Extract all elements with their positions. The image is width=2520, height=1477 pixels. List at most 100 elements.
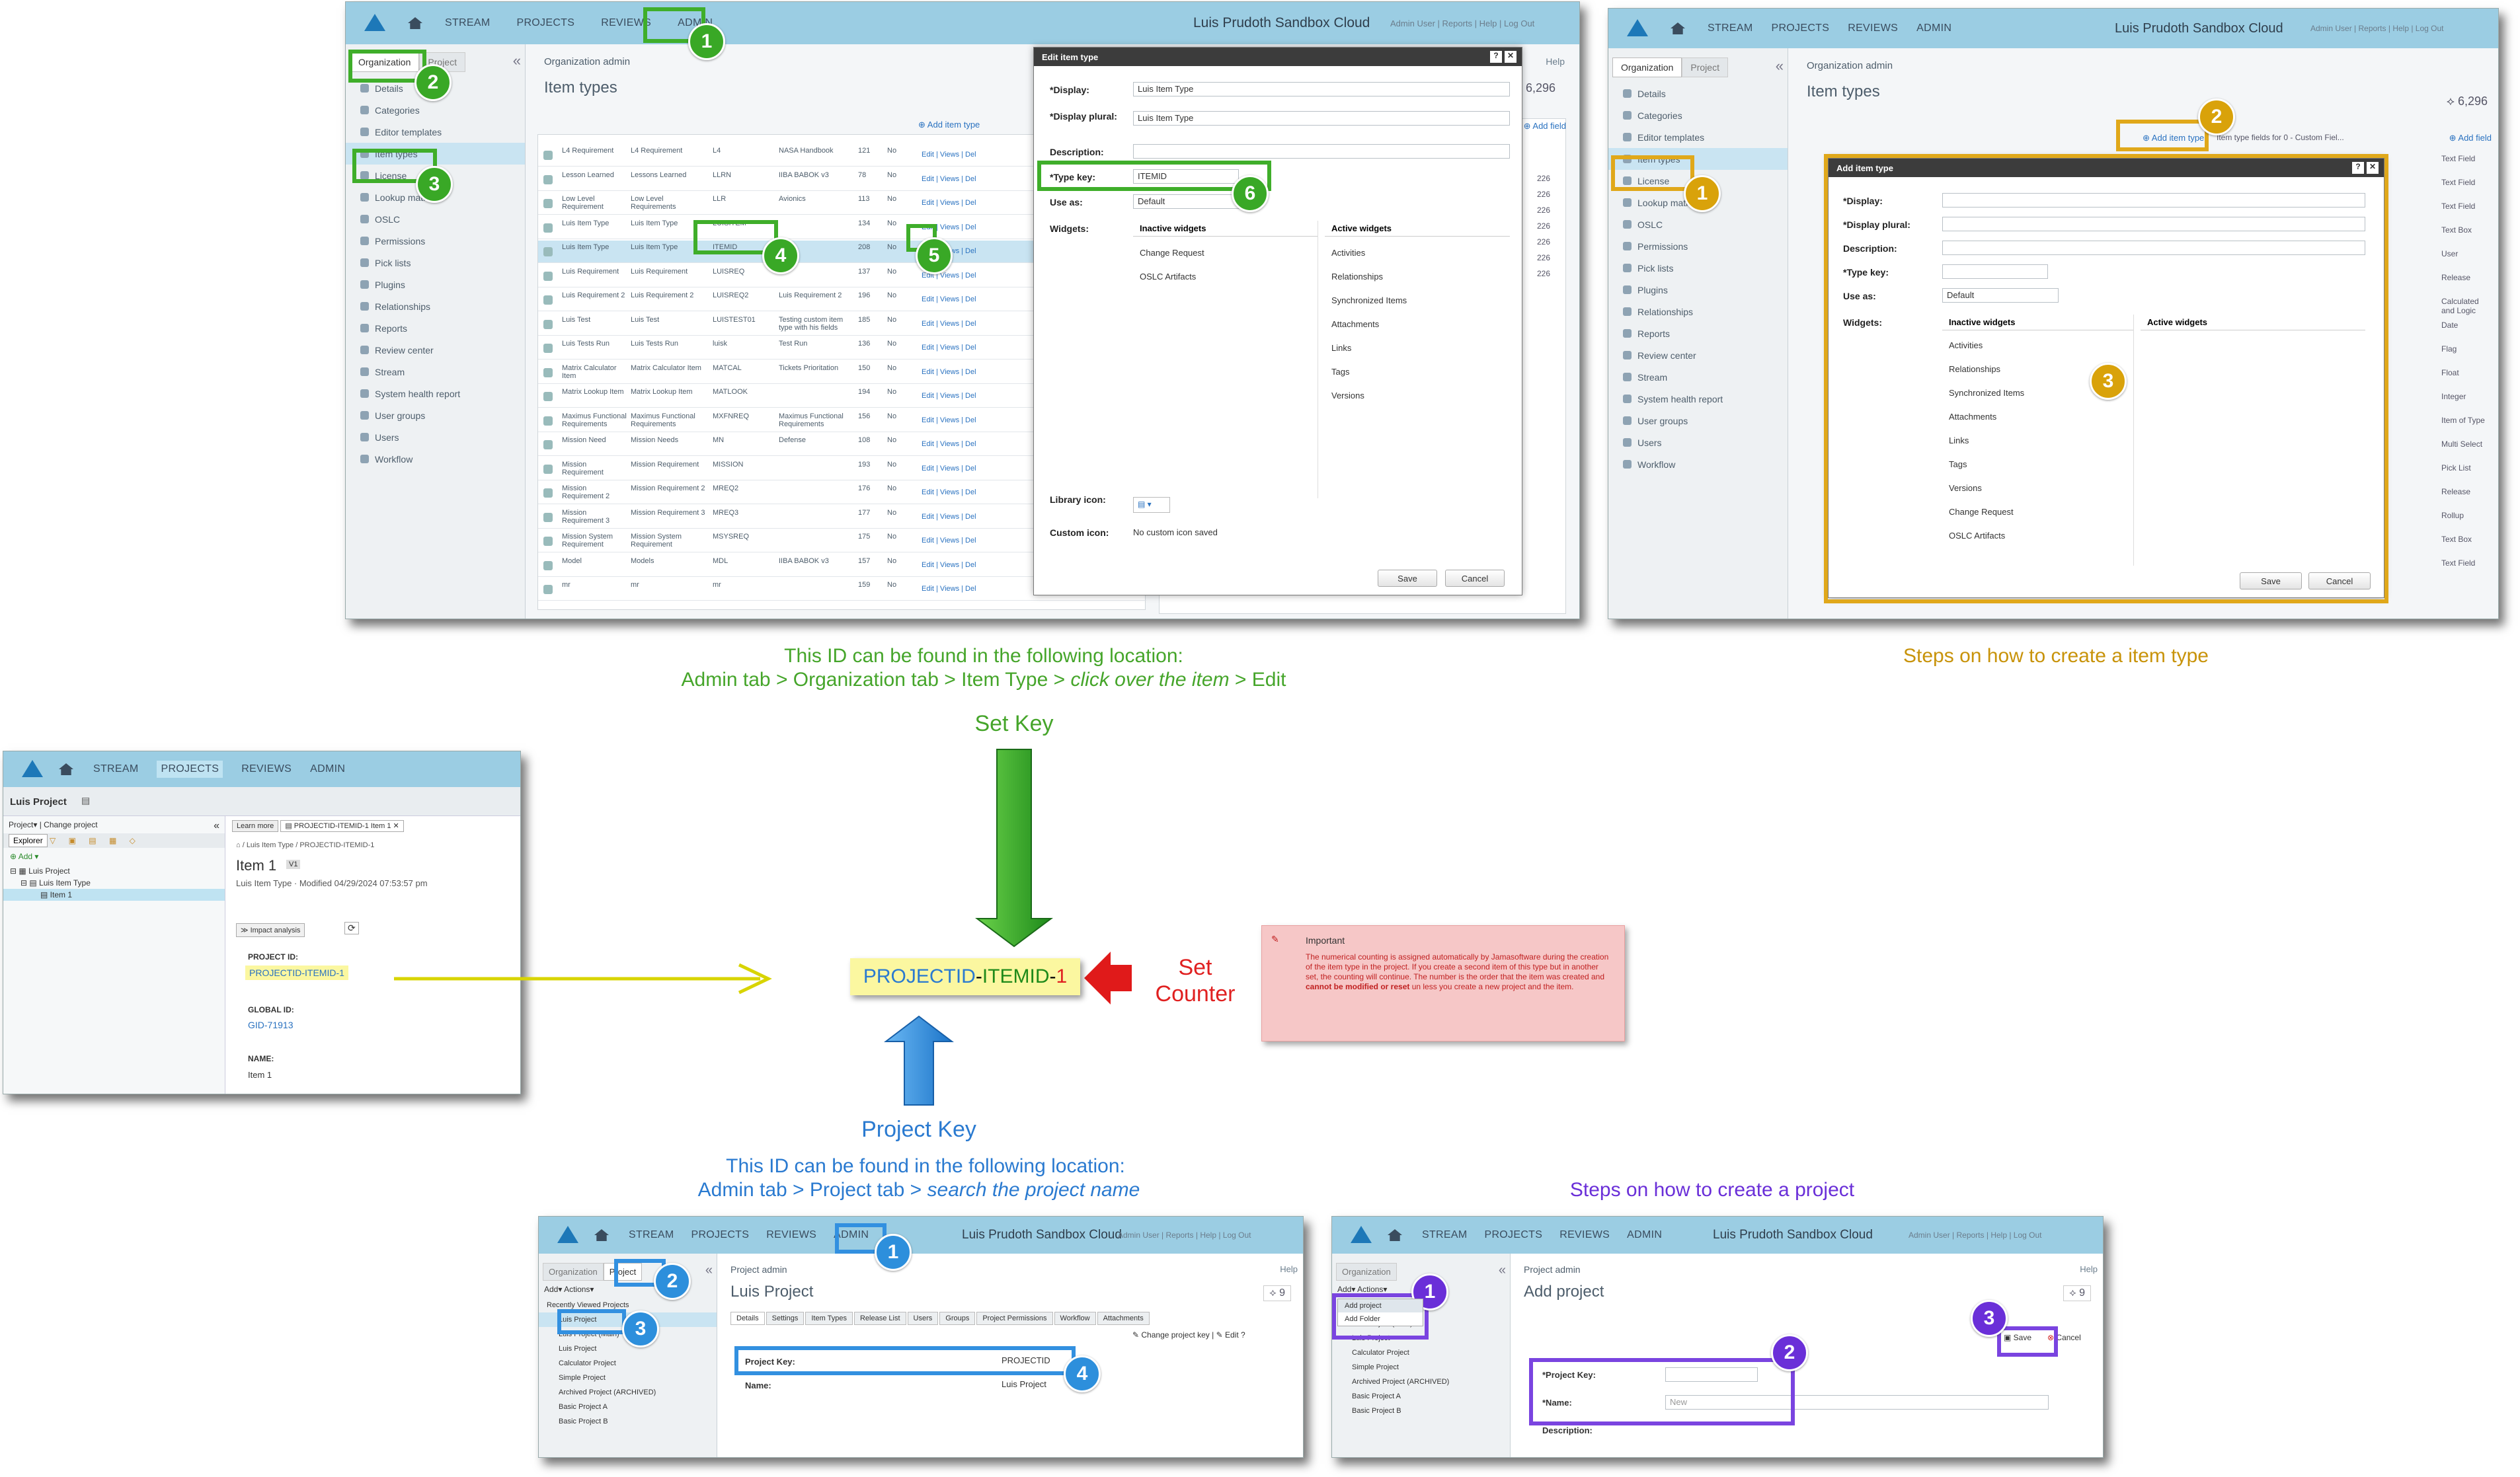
nav-reviews[interactable]: REVIEWS (241, 763, 292, 775)
subtab-7[interactable]: Workflow (1054, 1312, 1096, 1325)
widget-item[interactable]: Tags (1949, 459, 1967, 469)
nav-reviews[interactable]: REVIEWS (601, 17, 652, 28)
sidebar-item-15[interactable]: User groups (1608, 410, 1788, 432)
widget-item[interactable]: Relationships (1331, 271, 1384, 282)
nav-admin[interactable]: ADMIN (1916, 22, 1952, 34)
nav-reviews[interactable]: REVIEWS (1848, 22, 1899, 34)
nav-reviews[interactable]: REVIEWS (1559, 1229, 1610, 1240)
tree-item-type[interactable]: ⊟ ▤ Luis Item Type (20, 878, 91, 888)
home-icon[interactable] (59, 763, 73, 775)
tree-node[interactable]: Archived Project (ARCHIVED) (559, 1388, 656, 1396)
tree-node[interactable]: Calculator Project (559, 1359, 616, 1367)
subtab-1[interactable]: Settings (766, 1312, 805, 1325)
sidebar-item-9[interactable]: Plugins (346, 274, 525, 295)
jama-logo-icon[interactable] (1623, 18, 1652, 39)
sidebar-item-8[interactable]: Pick lists (346, 252, 525, 274)
collapse-icon[interactable]: « (512, 52, 521, 69)
save-button[interactable]: Save (1378, 570, 1437, 587)
widget-item[interactable]: OSLC Artifacts (1949, 530, 2006, 541)
widget-item[interactable]: Relationships (1949, 363, 2001, 374)
sidebar-item-10[interactable]: Relationships (346, 295, 525, 317)
tab-project[interactable]: Project (603, 1263, 643, 1281)
tree-node[interactable]: Recently Viewed Projects (547, 1301, 629, 1309)
jama-logo-icon[interactable] (1347, 1225, 1376, 1246)
display-input[interactable] (1942, 193, 2365, 208)
save-button[interactable]: ▣ Save (2004, 1333, 2032, 1342)
sidebar-item-9[interactable]: Plugins (1608, 279, 1788, 301)
dialog-help-icon[interactable]: ? (1490, 51, 1502, 63)
description-input[interactable] (1942, 241, 2365, 255)
home-icon[interactable] (1388, 1229, 1402, 1241)
sidebar-item-0[interactable]: Details (346, 77, 525, 99)
row-actions-link[interactable]: Edit | Views | Del (922, 174, 976, 183)
nav-projects[interactable]: PROJECTS (691, 1229, 750, 1240)
sidebar-item-4[interactable]: License (346, 165, 525, 186)
widget-item[interactable]: Change Request (1949, 506, 2014, 517)
widget-item[interactable]: Links (1949, 435, 1969, 445)
sidebar-item-0[interactable]: Details (1608, 83, 1788, 104)
tab-organization[interactable]: Organization (543, 1263, 604, 1281)
row-actions-link[interactable]: Edit | Views | Del (922, 199, 976, 207)
nav-right-links[interactable]: Admin User | Reports | Help | Log Out (2310, 24, 2444, 33)
dialog-close-icon[interactable]: ✕ (1505, 51, 1516, 63)
nav-projects[interactable]: PROJECTS (157, 761, 223, 778)
row-actions-link[interactable]: Edit | Views | Del (922, 344, 976, 352)
sidebar-item-2[interactable]: Editor templates (346, 121, 525, 143)
description-input[interactable] (1133, 144, 1510, 159)
widget-item[interactable]: Synchronized Items (1949, 387, 2025, 398)
widget-item[interactable]: Synchronized Items (1331, 295, 1407, 305)
tab-organization[interactable]: Organization (1612, 57, 1682, 77)
row-actions-link[interactable]: Edit | Views | Del (922, 416, 976, 424)
dialog-close-icon[interactable]: ✕ (2367, 162, 2379, 174)
sidebar-item-7[interactable]: Permissions (1608, 235, 1788, 257)
global-id-value[interactable]: GID-71913 (248, 1020, 294, 1030)
sidebar-item-15[interactable]: User groups (346, 404, 525, 426)
collapse-icon[interactable]: « (214, 820, 219, 831)
sidebar-item-16[interactable]: Users (346, 426, 525, 448)
sidebar-item-6[interactable]: OSLC (346, 208, 525, 230)
subtab-0[interactable]: Details (730, 1312, 765, 1325)
project-menu-icon[interactable]: ▤ (81, 795, 91, 806)
toolbar-icons[interactable]: ▽ ▣ ▤ ▦ ◇ (50, 836, 141, 845)
row-actions-link[interactable]: Edit | Views | Del (922, 295, 976, 303)
sidebar-item-8[interactable]: Pick lists (1608, 257, 1788, 279)
widget-item[interactable]: Links (1331, 342, 1352, 353)
tree-root[interactable]: ⊟ ▦ Luis Project (10, 866, 70, 876)
sidebar-item-13[interactable]: Stream (1608, 366, 1788, 388)
change-project-key-link[interactable]: ✎ Change project key | ✎ Edit ? (1132, 1330, 1245, 1340)
subtab-5[interactable]: Groups (939, 1312, 976, 1325)
add-field-link[interactable]: ⊕ Add field (1523, 121, 1566, 131)
nav-stream[interactable]: STREAM (445, 17, 491, 28)
tab-organization[interactable]: Organization (1336, 1263, 1397, 1281)
tree-node[interactable]: Basic Project B (559, 1418, 608, 1425)
nav-right-links[interactable]: Admin User | Reports | Help | Log Out (1118, 1231, 1251, 1240)
tree-node[interactable]: Calculator Project (1352, 1349, 1409, 1357)
add-button[interactable]: ⊕ Add ▾ (10, 852, 39, 861)
nav-stream[interactable]: STREAM (1422, 1229, 1468, 1240)
row-actions-link[interactable]: Edit | Views | Del (922, 488, 976, 496)
tree-node[interactable]: Basic Project A (559, 1403, 608, 1411)
row-actions-link[interactable]: Edit | Views | Del (922, 512, 976, 521)
add-project-menu-item[interactable]: Add project (1338, 1299, 1423, 1312)
tree-node[interactable]: Basic Project B (1352, 1407, 1401, 1415)
widget-item[interactable]: Attachments (1949, 411, 1997, 422)
sidebar-item-17[interactable]: Workflow (1608, 453, 1788, 475)
jama-logo-icon[interactable] (553, 1225, 582, 1246)
save-button[interactable]: Save (2240, 572, 2302, 589)
nav-right-links[interactable]: Admin User | Reports | Help | Log Out (1909, 1231, 2042, 1240)
add-menu[interactable]: Add (544, 1285, 559, 1294)
tab-organization[interactable]: Organization (350, 52, 420, 72)
add-item-type-link[interactable]: ⊕ Add item type (918, 120, 980, 130)
nav-stream[interactable]: STREAM (93, 763, 139, 775)
help-link[interactable]: Help (2080, 1264, 2098, 1274)
collapse-icon[interactable]: « (1498, 1263, 1506, 1277)
actions-menu[interactable]: Actions (564, 1285, 590, 1294)
sidebar-item-7[interactable]: Permissions (346, 230, 525, 252)
